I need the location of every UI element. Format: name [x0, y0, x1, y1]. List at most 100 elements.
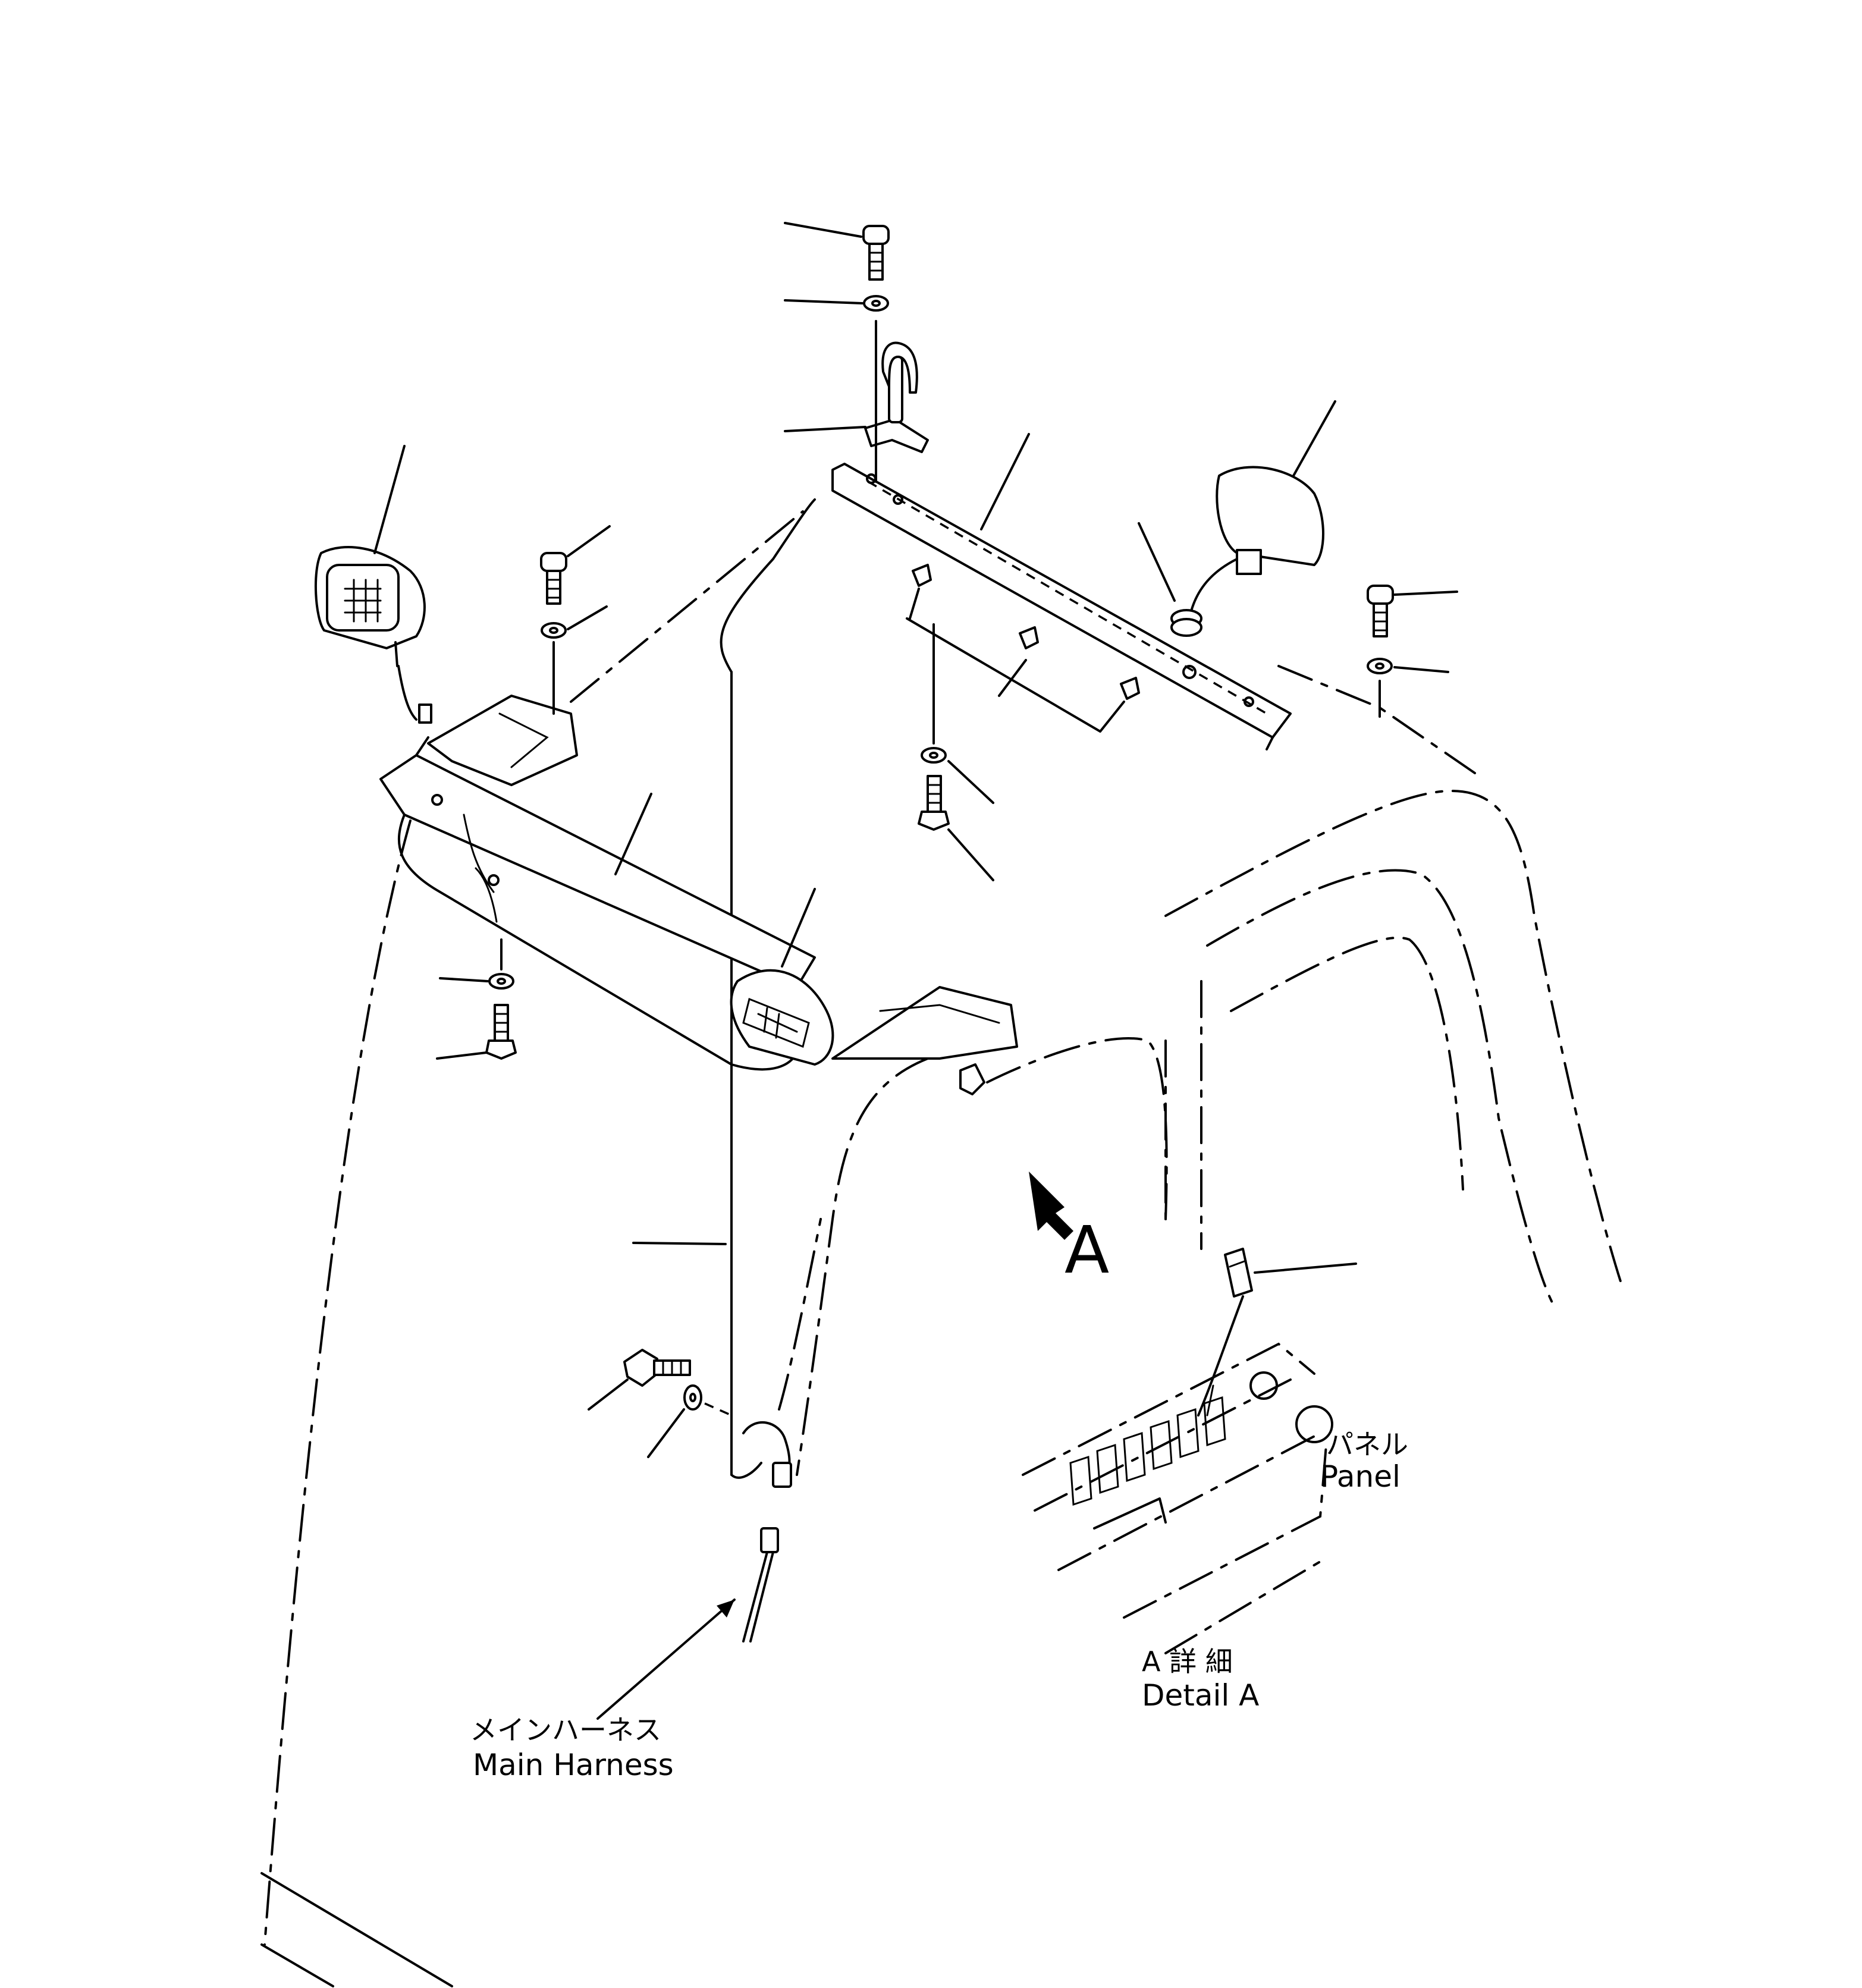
washer-lower-left-hole	[497, 978, 506, 985]
rocker-switch-line	[1229, 1260, 1247, 1268]
leader-washer-pillar	[647, 1408, 685, 1458]
leader-clips	[998, 659, 1027, 697]
leader-bolt-top	[784, 222, 862, 238]
top-crossbar-body	[831, 463, 1292, 739]
top-beacon-bracket	[864, 341, 929, 453]
cab-roof-right-edge	[1277, 665, 1476, 774]
leader-bolt-mid	[947, 828, 994, 881]
leader-bolt-pillar	[588, 1378, 629, 1411]
switch-leader-line	[1197, 1295, 1244, 1417]
leader-grommet	[1138, 522, 1176, 602]
work-light-left-cable	[397, 665, 417, 721]
cab-left-pillar-outline	[263, 819, 412, 1946]
leader-pillar-harness	[632, 1242, 727, 1245]
crossbar-hole-grommet	[1182, 665, 1197, 679]
bolt-pillar-thread	[662, 1359, 682, 1376]
harness-clips	[906, 564, 1140, 733]
cab-rear-arc	[1164, 789, 1625, 1292]
bolt-lower-left-head	[485, 1039, 517, 1060]
leader-light-right	[1292, 400, 1336, 477]
main-harness-connector	[760, 1527, 779, 1553]
bolt-top-thread	[868, 252, 884, 272]
washer-right-hole	[1375, 662, 1384, 670]
work-light-left	[314, 546, 432, 724]
washer-left	[541, 622, 567, 639]
leader-washer-top	[784, 299, 864, 304]
main-harness-wire-1	[742, 1551, 768, 1642]
detail-a-panel	[1022, 1248, 1333, 1654]
harness-pillar-bottom	[730, 1462, 762, 1479]
harness-pillar-curve	[720, 498, 816, 673]
washer-mid-hole	[929, 752, 938, 759]
cab-bottom-edge	[260, 1872, 453, 1987]
detail-a-label-jp: A 詳 細	[1142, 1645, 1233, 1678]
view-arrow-icon	[1029, 1172, 1073, 1240]
detail-a-label-en: Detail A	[1142, 1678, 1259, 1713]
main-harness-label-jp: メインハーネス	[470, 1714, 661, 1746]
washer-pillar	[683, 1384, 702, 1411]
bolt-right-shank	[1373, 602, 1388, 637]
bolt-mid-thread	[927, 784, 942, 804]
front-light-bracket	[379, 736, 816, 1071]
work-light-right-bracket	[1236, 549, 1262, 575]
front-bracket-hole-left	[431, 794, 443, 806]
bolt-left-thread	[546, 579, 561, 599]
bolt-right-head	[1367, 585, 1394, 605]
leader-bolt-right	[1393, 591, 1458, 596]
cab-bottom-corner	[260, 1943, 334, 1987]
work-light-right-housing	[1216, 466, 1324, 566]
work-light-front-housing	[730, 969, 834, 1066]
panel-top-edge	[1022, 1342, 1315, 1476]
view-letter-a: A	[1065, 1212, 1109, 1288]
panel-gauge	[1295, 1405, 1333, 1443]
clip-3	[1120, 677, 1140, 700]
harness-connectors	[742, 1462, 792, 1642]
panel-label-jp: パネル	[1326, 1428, 1408, 1461]
washer-mid	[921, 747, 947, 764]
door-clip	[959, 1063, 985, 1095]
fasteners	[485, 225, 1394, 1417]
leader-washer-left	[567, 605, 608, 630]
side-bracket-right-body	[831, 986, 1018, 1060]
front-bracket-wire	[475, 867, 498, 923]
harness-branch-to-connector	[778, 1218, 822, 1411]
bolt-lower-left-thread	[494, 1013, 509, 1033]
leader-main-harness	[596, 1598, 736, 1720]
front-bracket-groove	[463, 814, 495, 893]
crossbar-hole-3	[1244, 696, 1254, 707]
leader-light-front	[781, 888, 816, 968]
cab-window-right-outer	[1206, 869, 1553, 1304]
crossbar-hole-2	[893, 494, 903, 505]
panel-bottom-edge	[1123, 1444, 1327, 1619]
rocker-switch	[1224, 1248, 1253, 1298]
work-light-front-lens	[742, 997, 810, 1048]
bolt-mid-head	[918, 811, 950, 831]
leader-crossbar	[980, 433, 1030, 530]
work-light-left-grid	[344, 579, 382, 623]
rear-bracket-left-body	[427, 695, 578, 786]
panel-switch-row	[1069, 1396, 1226, 1506]
clip-leader-3	[909, 588, 920, 620]
main-harness-label-en: Main Harness	[473, 1748, 674, 1782]
cab-door-front	[986, 1037, 1168, 1220]
cab-front-pillar-outer	[796, 1057, 929, 1476]
leader-rocker-switch	[1254, 1262, 1357, 1274]
work-light-right-cable	[1188, 558, 1238, 620]
cab-body	[260, 510, 1625, 1987]
washer-lower-left	[488, 973, 514, 990]
bolt-top-head	[862, 225, 890, 245]
main-harness-arrowhead	[717, 1600, 734, 1618]
panel-base-edge	[1164, 1557, 1327, 1654]
work-light-front-grid	[757, 1007, 798, 1039]
view-arrow-a	[1029, 1172, 1073, 1240]
leader-lines	[373, 222, 1458, 1720]
top-crossbar-centerline	[868, 480, 1267, 715]
leader-beacon-bracket	[784, 426, 866, 432]
work-light-right	[1170, 466, 1324, 637]
washer-left-hole	[549, 627, 558, 634]
panel-slot	[1206, 1384, 1214, 1417]
panel-middle-edge	[1034, 1378, 1292, 1512]
bolt-pillar-axis	[704, 1402, 732, 1417]
front-bracket-left-end	[415, 736, 429, 756]
